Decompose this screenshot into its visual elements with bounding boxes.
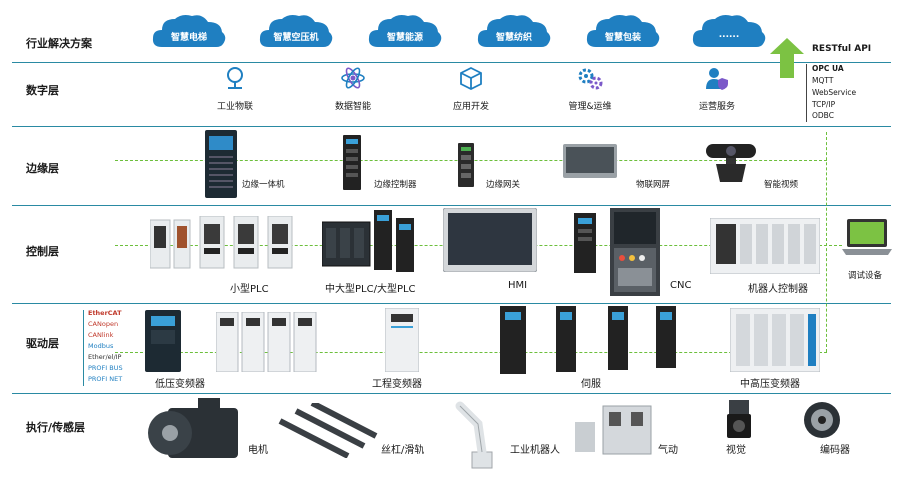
cloud-icon [259,15,333,47]
mv-inverter-label: 中高压变频器 [740,379,800,390]
bus-ethernetip: Ether/el/IP [88,353,122,361]
user-shield-icon [706,68,728,90]
protocol-bracket [806,64,807,122]
bus-canlink: CANlink [88,331,114,339]
servo-label: 伺服 [581,379,601,390]
service-dev: 应用开发 [436,66,506,113]
right-network-line [826,132,827,352]
cube-icon [460,66,482,90]
hmi-panel [443,208,537,272]
pneumatic-label: 气动 [658,445,678,456]
gears-icon [578,68,603,90]
robot-controller-label: 机器人控制器 [748,284,808,295]
bus-profinet: PROFI NET [88,375,123,383]
separator-1 [12,62,891,63]
low-voltage-inverter-label: 低压变频器 [155,379,205,390]
upload-arrow-icon [770,38,804,78]
layer-industry: 行业解决方案 [26,37,92,50]
bus-ethercat: EtherCAT [88,309,122,317]
protocol-mqtt: MQTT [812,76,834,85]
layer-control: 控制层 [26,245,59,258]
engineering-inverter-label: 工程变频器 [372,379,422,390]
edge-controller-label: 边缘控制器 [374,180,417,190]
cloud-smart-elevator: 智慧电梯 [150,13,228,49]
low-voltage-inverter [145,310,181,372]
small-inverter-group [216,312,317,372]
iot-screen [563,144,617,178]
edge-integrated-machine [205,130,237,198]
encoder [804,402,840,438]
layer-edge: 边缘层 [26,162,59,175]
cnc-controller [610,208,660,296]
protocol-odbc: ODBC [812,111,834,120]
cloud-network-icon [227,67,243,89]
cloud-smart-compressor: 智慧空压机 [257,13,335,49]
service-data: 数据智能 [318,66,388,113]
protocol-tcpip: TCP/IP [812,100,836,109]
vision-label: 视觉 [726,445,746,456]
layer-drive: 驱动层 [26,337,59,350]
service-iot: 工业物联 [200,66,270,113]
fieldbus-bracket [83,310,84,386]
encoder-label: 编码器 [820,445,850,456]
debug-device-label: 调试设备 [848,271,883,281]
cloud-smart-packaging: 智慧包装 [584,13,662,49]
layer-execute: 执行/传感层 [26,421,86,434]
cloud-more: ...... [690,13,768,49]
service-operation: 运营服务 [682,66,752,113]
separator-4 [12,303,891,304]
atom-icon [341,67,365,89]
cnc-drive [574,213,596,273]
drive-network-line [115,352,827,353]
cnc-label: CNC [670,280,692,291]
bus-modbus: Modbus [88,342,114,350]
linear-rail [278,403,378,458]
hmi-label: HMI [508,280,528,291]
vision-camera [727,400,751,438]
edge-gateway [458,143,474,187]
cloud-smart-textile: 智慧纺织 [475,13,553,49]
industrial-robot [455,401,493,469]
edge-integrated-machine-label: 边缘一体机 [242,180,285,190]
cloud-icon [152,15,226,47]
separator-5 [12,393,891,394]
small-plc-group [150,216,293,269]
cloud-icon [586,15,660,47]
large-plc-group [322,210,414,272]
smart-video-camera [706,144,756,182]
separator-3 [12,205,891,206]
fieldbus-list: EtherCAT CANopen CANlink Modbus Ether/el… [88,308,136,385]
protocol-webservice: WebService [812,88,857,97]
edge-gateway-label: 边缘网关 [486,180,521,190]
separator-2 [12,126,891,127]
layer-digital: 数字层 [26,84,59,97]
industrial-robot-label: 工业机器人 [510,445,560,456]
laptop-icon [842,219,892,255]
service-ops: 管理&运维 [555,66,625,113]
robot-controller [710,218,820,274]
large-plc-label: 中大型PLC/大型PLC [325,284,416,295]
cloud-icon [368,15,442,47]
small-plc-label: 小型PLC [230,284,269,295]
iot-screen-label: 物联网屏 [636,180,671,190]
mv-inverter [730,308,820,372]
pneumatic [575,405,652,455]
api-title: RESTful API [812,44,872,54]
smart-video-label: 智能视频 [764,180,799,190]
cloud-icon [692,15,766,47]
servo-group [500,306,676,374]
protocol-opcua: OPC UA [812,64,844,73]
linear-rail-label: 丝杠/滑轨 [381,445,425,456]
motor-label: 电机 [248,445,268,456]
edge-controller [343,135,361,190]
bus-canopen: CANopen [88,320,119,328]
engineering-inverter [385,308,419,372]
bus-profibus: PROFI BUS [88,364,123,372]
cloud-smart-energy: 智慧能源 [366,13,444,49]
cloud-icon [477,15,551,47]
motor [148,398,238,458]
